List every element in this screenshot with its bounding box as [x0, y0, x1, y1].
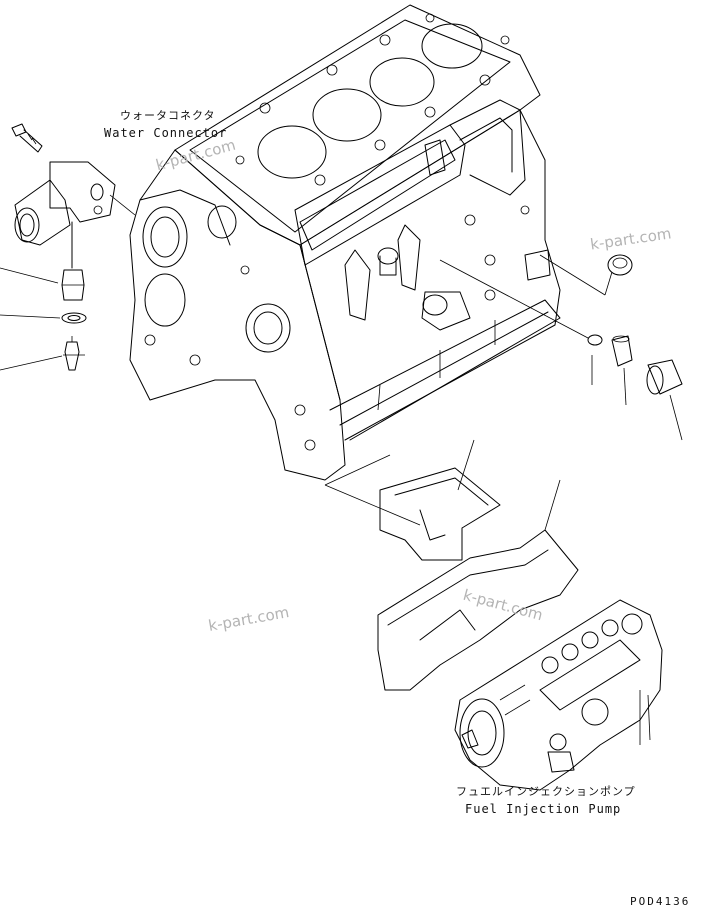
drawing-code: POD4136 — [630, 895, 691, 908]
pump-brackets — [324, 439, 579, 691]
water-connector-group — [0, 123, 136, 371]
fuel-pump-label-jp: フュエルインジェクションポンプ — [456, 785, 636, 798]
right-side-parts — [439, 254, 683, 441]
fuel-injection-pump — [454, 599, 663, 791]
fuel-pump-label-en: Fuel Injection Pump — [465, 802, 622, 816]
water-connector-label-en: Water Connector — [104, 126, 228, 140]
cylinder-block — [129, 4, 561, 481]
water-connector-label-jp: ウォータコネクタ — [120, 109, 216, 122]
